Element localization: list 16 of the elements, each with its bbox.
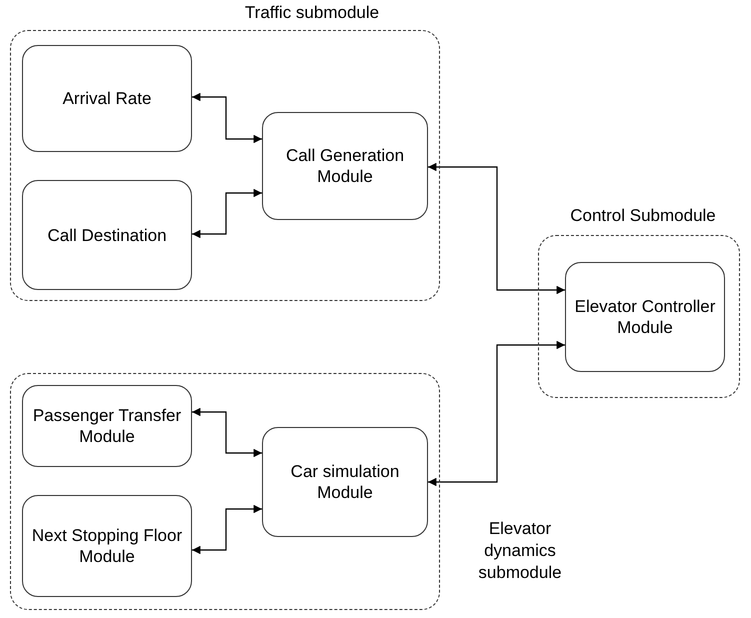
group-title: Control Submodule — [569, 205, 717, 227]
module-box: Call Destination — [22, 180, 192, 290]
connector-arrow — [428, 340, 565, 486]
module-box: Call Generation Module — [262, 112, 428, 220]
connector-arrow — [192, 188, 262, 238]
module-box: Next Stopping Floor Module — [22, 495, 192, 597]
module-box: Car simulation Module — [262, 427, 428, 537]
module-box: Elevator Controller Module — [565, 262, 725, 372]
group-title: Elevator dynamics submodule — [477, 518, 563, 584]
connector-arrow — [192, 408, 262, 458]
connector-arrow — [192, 92, 262, 144]
connector-arrow — [192, 504, 262, 554]
connector-arrow — [428, 162, 565, 294]
module-box: Passenger Transfer Module — [22, 385, 192, 467]
module-box: Arrival Rate — [22, 45, 192, 152]
group-title: Traffic submodule — [244, 2, 380, 24]
